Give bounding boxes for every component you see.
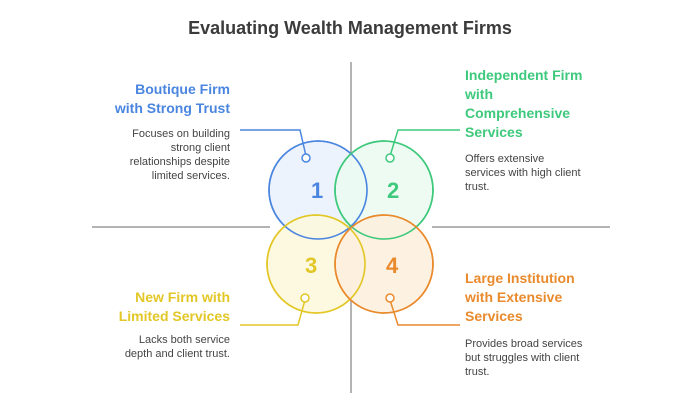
quadrant-3-title: New Firm with Limited Services	[118, 289, 230, 324]
quadrant-4-title: Large Institution with Extensive Service…	[465, 270, 575, 324]
connector-4-dot	[385, 293, 395, 303]
quadrant-1-title: Boutique Firm with Strong Trust	[114, 81, 230, 116]
circle-4-number: 4	[386, 253, 399, 278]
quadrant-2-description: Offers extensive services with high clie…	[465, 153, 581, 193]
connector-4	[389, 299, 460, 326]
connector-3	[240, 299, 306, 326]
connector-1-dot	[301, 153, 311, 163]
quadrant-2-title: Independent Firm with Comprehensive Serv…	[465, 67, 583, 140]
connector-3-dot	[300, 293, 310, 303]
connector-2	[389, 129, 460, 157]
circle-2-number: 2	[387, 178, 399, 203]
quadrant-3-description: Lacks both service depth and client trus…	[124, 334, 230, 360]
connector-2-dot	[385, 153, 395, 163]
connector-1	[240, 129, 307, 157]
quadrant-1-description: Focuses on building strong client relati…	[129, 128, 230, 182]
circle-3-number: 3	[305, 253, 317, 278]
circle-1-number: 1	[311, 178, 323, 203]
quadrant-4-description: Provides broad services but struggles wi…	[465, 338, 583, 378]
page-title: Evaluating Wealth Management Firms	[188, 18, 512, 38]
